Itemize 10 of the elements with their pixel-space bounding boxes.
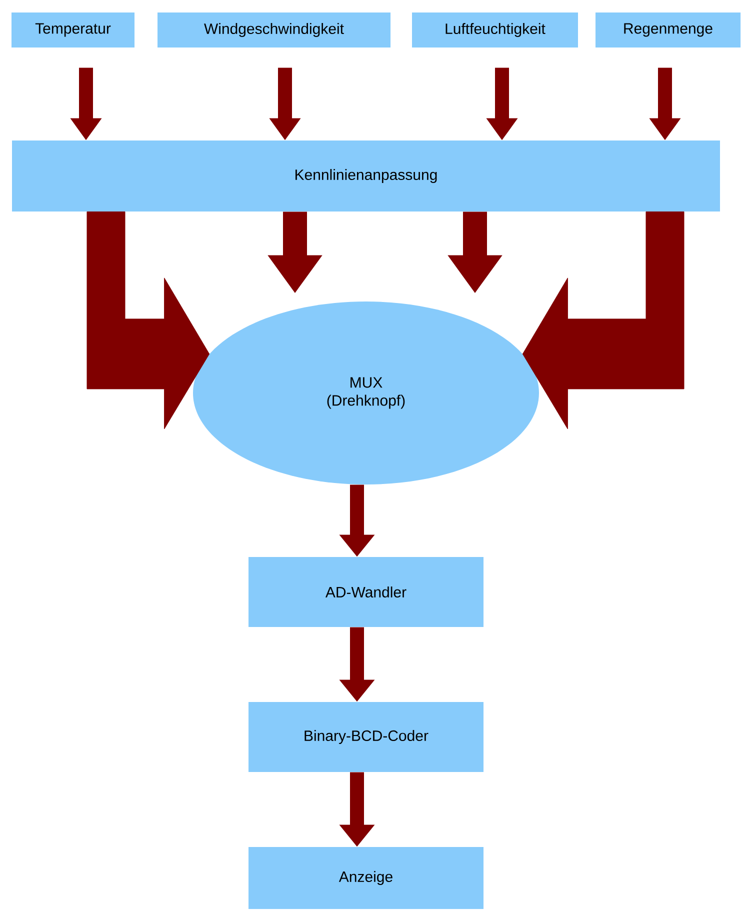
process-box: AD-Wandler [248, 557, 484, 627]
process-box: Regenmenge [596, 12, 740, 48]
process-box: Temperatur [12, 12, 134, 48]
process-box: Kennlinienanpassung [12, 140, 720, 212]
arrow [86, 211, 210, 430]
process-box: Anzeige [248, 847, 484, 909]
process-box: Windgeschwindigkeit [158, 12, 390, 48]
process-box: Binary-BCD-Coder [248, 702, 484, 772]
arrow [522, 211, 684, 430]
process-box: Luftfeuchtigkeit [412, 12, 578, 48]
